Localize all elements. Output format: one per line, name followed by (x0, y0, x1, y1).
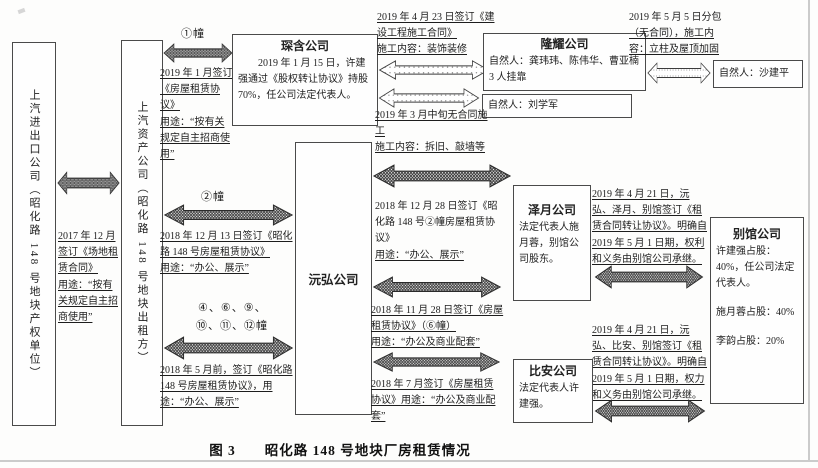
box-bieguan: 别馆公司 许建强占股：40%，任公司法定代表人。 施月蓉占股：40% 李韵占股：… (710, 217, 804, 404)
note-line: 2018 年 5 月前，签订《昭化路 148 号房屋租赁协议》，用途：“办公、展… (160, 365, 293, 409)
scan-artifact (17, 7, 26, 15)
note-lease-1: 2019 年 1 月签订《房屋租赁协议》 用途：“按有关规定自主招商使用” (160, 66, 234, 163)
note-no-contract-works: 2019 年 3 月中旬无合同施工 施工内容：拆旧、敲墙等 (375, 108, 497, 157)
note-line: 2019 年 4 月 23 日签订《建设工程施工合同》 (377, 12, 495, 40)
company-body: 自然人：龚玮玮、陈伟华、曹亚楠 3 人挂靠 (489, 55, 639, 83)
note-line: 2018 年 12 月 28 日签订《昭化路 148 号②幢房屋租赁协议》 (375, 201, 498, 245)
note-lease-3: 2018 年 5 月前，签订《昭化路 148 号房屋租赁协议》，用途：“办公、展… (160, 363, 296, 412)
company-body: 法定代表人许建强。 (519, 382, 579, 410)
double-arrow-icon (594, 399, 706, 423)
note-line: 2018 年 7 月签订《房屋租赁协议》用途：“办公及商业配套” (371, 379, 496, 423)
figure-caption: 图 3 昭化路 148 号地块厂房租赁情况 (209, 443, 471, 458)
dotted-double-arrow-icon (378, 60, 490, 80)
note-transfer-bian: 2019 年 4 月 21 日，沅弘、比安、别馆签订《租赁合同转让协议》。明确自… (592, 323, 708, 404)
company-title: 沅弘公司 (308, 273, 359, 287)
note-lease-6: 2018 年 7 月签订《房屋租赁协议》用途：“办公及商业配套” (371, 377, 502, 426)
note-transfer-zeyue: 2019 年 4 月 21 日，沅弘、泽月、别馆签订《租赁合同转让协议》。明确自… (592, 187, 708, 268)
company-title: 比安公司 (528, 364, 577, 378)
note-line: 用途：“按有关规定自主招商使用” (160, 116, 230, 160)
box-bian: 比安公司 法定代表人许建强。 (513, 359, 593, 423)
note-lease-5: 2018 年 11 月 28 日签订《房屋租赁协议》（⑥幢） 用途：“办公及商业… (371, 303, 504, 352)
note-line: 用途：“办公及商业配套” (371, 337, 480, 349)
note-line: 2019 年 3 月中旬无合同施工 (375, 110, 488, 138)
box-saic-import-export: 上汽进出口公司（昭化路 148 号地块产权单位） (12, 42, 56, 426)
note-subcontract: 2019 年 5 月 5 日分包 （无合同），施工内容：立柱及屋顶加固 (629, 10, 731, 59)
building-2-label: ②幢 (201, 191, 225, 203)
note-line: 用途：“办公、展示” (160, 263, 249, 275)
box-saic-assets: 上汽资产公司（昭化路 148 号地块出租方） (121, 40, 163, 426)
company-title: 琛含公司 (280, 39, 329, 53)
note-line: 2019 年 4 月 21 日，沅弘、泽月、别馆签订《租赁合同转让协议》。明确自… (592, 189, 707, 265)
box-yuanhong: 沅弘公司 (295, 142, 372, 415)
shareholding-line: 施月蓉占股：40% (716, 306, 795, 318)
page-edge-right (808, 0, 810, 462)
box-zeyue: 泽月公司 法定代表人施月蓉，别馆公司股东。 (513, 185, 591, 301)
building-group-label-line2: ⑩、⑪、⑫幢 (196, 320, 268, 332)
note-line: 2019 年 5 月 5 日分包 (629, 12, 722, 23)
note-line: 施工内容：拆旧、敲墙等 (375, 142, 485, 154)
dotted-double-arrow-icon (378, 88, 480, 108)
double-arrow-icon (372, 164, 512, 188)
building-group-label-line1: ④、⑥、⑨、 (198, 302, 267, 314)
box-natural-person-liu: 自然人：刘学军 (482, 94, 632, 118)
person-name: 自然人：刘学军 (488, 99, 558, 111)
double-arrow-icon (163, 204, 294, 226)
double-arrow-icon (57, 171, 120, 195)
box-natural-person-sha: 自然人：沙建平 (713, 60, 803, 88)
double-arrow-icon (372, 352, 501, 372)
note-line: 2019 年 4 月 21 日，沅弘、比安、别馆签订《租赁合同转让协议》。明确自… (592, 325, 707, 401)
note-line: 2018 年 11 月 28 日签订《房屋租赁协议》（⑥幢） (371, 305, 504, 333)
note-construction-contract: 2019 年 4 月 23 日签订《建设工程施工合同》 施工内容：装饰装修 (377, 10, 497, 59)
company-title: 泽月公司 (527, 203, 576, 217)
note-line: 用途：“办公、展示” (375, 249, 464, 261)
note-lease-2: 2018 年 12 月 13 日签订《昭化路 148 号房屋租赁协议》 用途：“… (160, 229, 296, 278)
company-title: 隆耀公司 (540, 37, 589, 51)
note-site-lease: 2017 年 12 月签订《场地租赁合同》 用途：“按有关规定自主招商使用” (58, 229, 122, 326)
company-title: 别馆公司 (732, 227, 781, 241)
company-body: 法定代表人施月蓉，别馆公司股东。 (519, 221, 579, 265)
shareholding-line: 李韵占股：20% (716, 335, 785, 347)
double-arrow-icon (594, 265, 704, 289)
note-lease-4: 2018 年 12 月 28 日签订《昭化路 148 号②幢房屋租赁协议》 用途… (375, 199, 505, 264)
double-arrow-icon (163, 43, 233, 63)
person-name: 自然人：沙建平 (719, 67, 789, 79)
note-line: （无合同），施工内容：立柱及屋顶加固 (629, 28, 719, 56)
note-line: 施工内容：装饰装修 (377, 44, 467, 56)
shareholding-line: 许建强占股：40%，任公司法定代表人。 (716, 245, 795, 289)
note-line: 2018 年 12 月 13 日签订《昭化路 148 号房屋租赁协议》 (160, 231, 293, 259)
note-line: 2017 年 12 月签订《场地租赁合同》 (58, 231, 118, 275)
double-arrow-icon (372, 276, 502, 298)
company-name: 上汽进出口公司（昭化路 148 号地块产权单位） (28, 88, 41, 380)
page-edge-bottom (0, 460, 818, 462)
building-1-label: ①幢 (181, 28, 205, 40)
note-line: 用途：“按有关规定自主招商使用” (58, 279, 118, 323)
company-body: 2019 年 1 月 15 日，许建强通过《股权转让协议》持股 70%，任公司法… (238, 57, 368, 101)
box-longyao: 隆耀公司 自然人：龚玮玮、陈伟华、曹亚楠 3 人挂靠 (483, 33, 646, 91)
company-name: 上汽资产公司（昭化路 148 号地块出租方） (136, 101, 149, 365)
dotted-double-arrow-icon (647, 62, 711, 84)
note-line: 2019 年 1 月签订《房屋租赁协议》 (160, 68, 233, 112)
box-chenhan: 琛含公司 2019 年 1 月 15 日，许建强通过《股权转让协议》持股 70%… (232, 34, 378, 126)
double-arrow-icon (163, 336, 294, 360)
